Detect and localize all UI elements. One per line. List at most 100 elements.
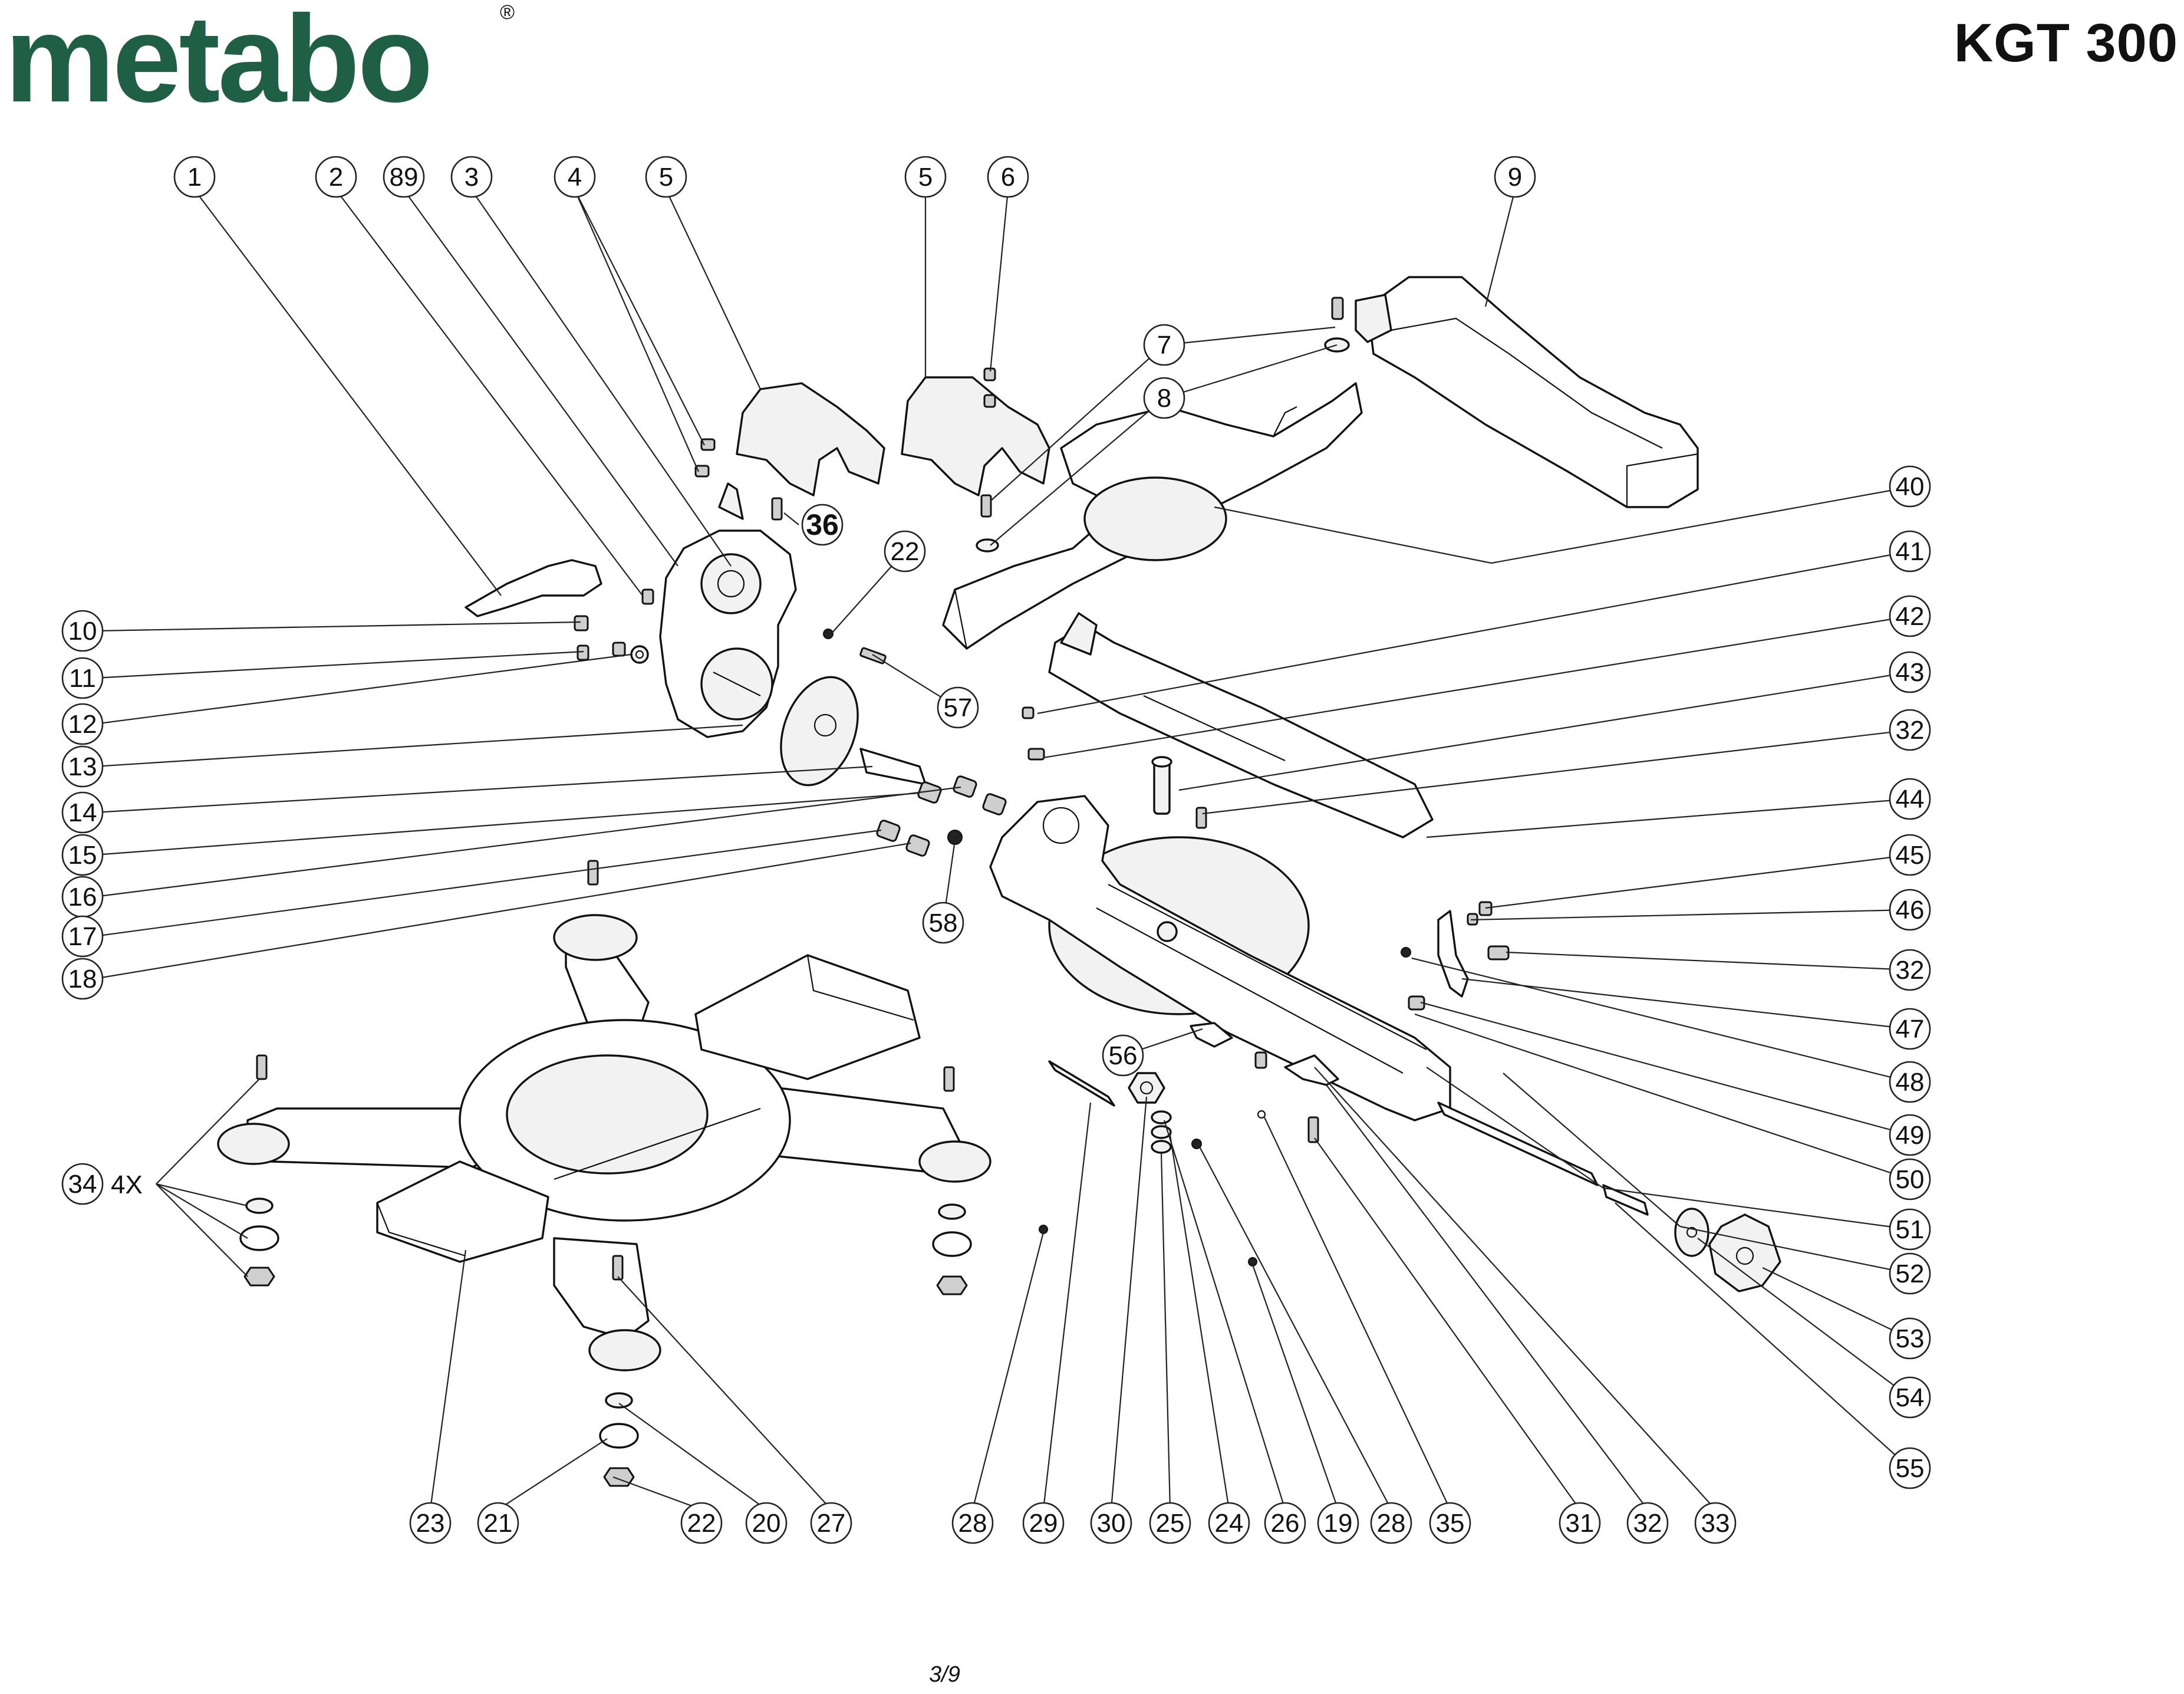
- callout-44: 44: [1889, 778, 1931, 820]
- callout-35: 35: [1429, 1502, 1471, 1544]
- parts-drawing: [217, 276, 1781, 1487]
- callout-23: 23: [409, 1502, 452, 1544]
- callout-10: 10: [61, 610, 104, 652]
- svg-text:20: 20: [752, 1509, 781, 1538]
- callout-32-middle: 32: [1889, 949, 1931, 991]
- svg-text:13: 13: [68, 752, 97, 781]
- svg-text:58: 58: [929, 909, 958, 938]
- callout-32-bottom: 32: [1626, 1502, 1669, 1544]
- callout-43: 43: [1889, 651, 1931, 693]
- part-blade-cover-left: [736, 382, 885, 496]
- part-handle-arm: [1355, 276, 1699, 508]
- svg-text:4: 4: [568, 163, 582, 192]
- brand-wordmark: metabo: [5, 0, 433, 128]
- svg-text:22: 22: [687, 1509, 716, 1538]
- svg-text:2: 2: [329, 163, 343, 192]
- callout-18: 18: [61, 958, 104, 1000]
- callout-9: 9: [1494, 156, 1536, 198]
- callout-20: 20: [745, 1502, 788, 1544]
- callout-46: 46: [1889, 889, 1931, 931]
- callout-47: 47: [1889, 1008, 1931, 1050]
- callout-31: 31: [1559, 1502, 1601, 1544]
- callout-2: 2: [315, 156, 357, 198]
- svg-text:28: 28: [958, 1509, 987, 1538]
- part-rod-and-knob: [1284, 1054, 1781, 1292]
- svg-text:89: 89: [390, 163, 419, 192]
- callout-22-bottom: 22: [680, 1502, 723, 1544]
- svg-text:49: 49: [1896, 1121, 1925, 1150]
- callout-27: 27: [810, 1502, 852, 1544]
- svg-text:9: 9: [1508, 163, 1522, 192]
- callout-8: 8: [1143, 377, 1185, 419]
- callout-40: 40: [1889, 465, 1931, 508]
- callout-28-right: 28: [1370, 1502, 1412, 1544]
- part-lock-lever: [465, 559, 602, 617]
- svg-text:42: 42: [1896, 602, 1925, 631]
- svg-text:43: 43: [1896, 658, 1925, 687]
- callout-5-right: 5: [904, 156, 947, 198]
- svg-text:12: 12: [68, 710, 97, 739]
- callout-48: 48: [1889, 1061, 1931, 1103]
- callout-53: 53: [1889, 1317, 1931, 1360]
- callout-11: 11: [61, 657, 104, 699]
- part-right-bracket: [1401, 901, 1510, 1011]
- callout-89: 89: [383, 156, 425, 198]
- part-blade-cover-right: [901, 376, 1050, 496]
- svg-text:17: 17: [68, 922, 97, 951]
- svg-text:54: 54: [1896, 1383, 1925, 1412]
- part-upper-blade-guard: [942, 382, 1363, 650]
- part-bushings: [587, 775, 1007, 886]
- svg-text:8: 8: [1157, 384, 1171, 413]
- svg-text:56: 56: [1109, 1041, 1138, 1070]
- svg-text:51: 51: [1896, 1215, 1925, 1244]
- callout-42: 42: [1889, 595, 1931, 637]
- leader-lines: [94, 189, 1913, 1511]
- brand-logo: metabo: [5, 0, 433, 121]
- svg-text:6: 6: [1001, 163, 1015, 192]
- svg-text:46: 46: [1896, 896, 1925, 925]
- callout-3: 3: [450, 156, 493, 198]
- callout-24: 24: [1208, 1502, 1250, 1544]
- callout-56: 56: [1102, 1034, 1144, 1077]
- svg-text:27: 27: [817, 1509, 846, 1538]
- svg-text:25: 25: [1156, 1509, 1185, 1538]
- svg-text:47: 47: [1896, 1015, 1925, 1044]
- svg-text:36: 36: [806, 508, 839, 541]
- callout-21: 21: [477, 1502, 519, 1544]
- svg-text:24: 24: [1215, 1509, 1244, 1538]
- callout-16: 16: [61, 876, 104, 918]
- callout-labels: 1 2 89 3 4 5 5 6 9 7 8 36 22 57 58 56 40…: [61, 156, 1931, 1544]
- callout-12: 12: [61, 703, 104, 745]
- svg-text:3: 3: [465, 163, 479, 192]
- svg-text:41: 41: [1896, 537, 1925, 566]
- part-guide-post: [1151, 756, 1172, 815]
- callout-22-top: 22: [884, 530, 926, 573]
- part-bevel-bracket: [659, 482, 797, 738]
- callout-49: 49: [1889, 1114, 1931, 1156]
- svg-text:21: 21: [484, 1509, 513, 1538]
- svg-text:34: 34: [68, 1170, 97, 1199]
- svg-text:35: 35: [1436, 1509, 1465, 1538]
- part-clamp-hardware: [1039, 1022, 1319, 1267]
- registered-mark: ®: [500, 1, 515, 24]
- callout-14: 14: [61, 791, 104, 834]
- svg-text:22: 22: [891, 537, 920, 566]
- callout-5-left: 5: [645, 156, 687, 198]
- svg-text:7: 7: [1157, 331, 1171, 360]
- callout-4: 4: [554, 156, 596, 198]
- svg-text:28: 28: [1377, 1509, 1406, 1538]
- svg-text:11: 11: [69, 664, 96, 693]
- page-number: 3/9: [929, 1662, 960, 1687]
- svg-text:40: 40: [1896, 472, 1925, 501]
- callout-52: 52: [1889, 1252, 1931, 1295]
- svg-text:32: 32: [1896, 956, 1925, 985]
- callout-7: 7: [1143, 324, 1185, 366]
- svg-text:53: 53: [1896, 1324, 1925, 1353]
- svg-text:45: 45: [1896, 841, 1925, 870]
- svg-text:30: 30: [1097, 1509, 1126, 1538]
- svg-text:44: 44: [1896, 785, 1925, 814]
- svg-text:31: 31: [1566, 1509, 1595, 1538]
- svg-text:16: 16: [68, 883, 97, 912]
- callout-1: 1: [173, 156, 216, 198]
